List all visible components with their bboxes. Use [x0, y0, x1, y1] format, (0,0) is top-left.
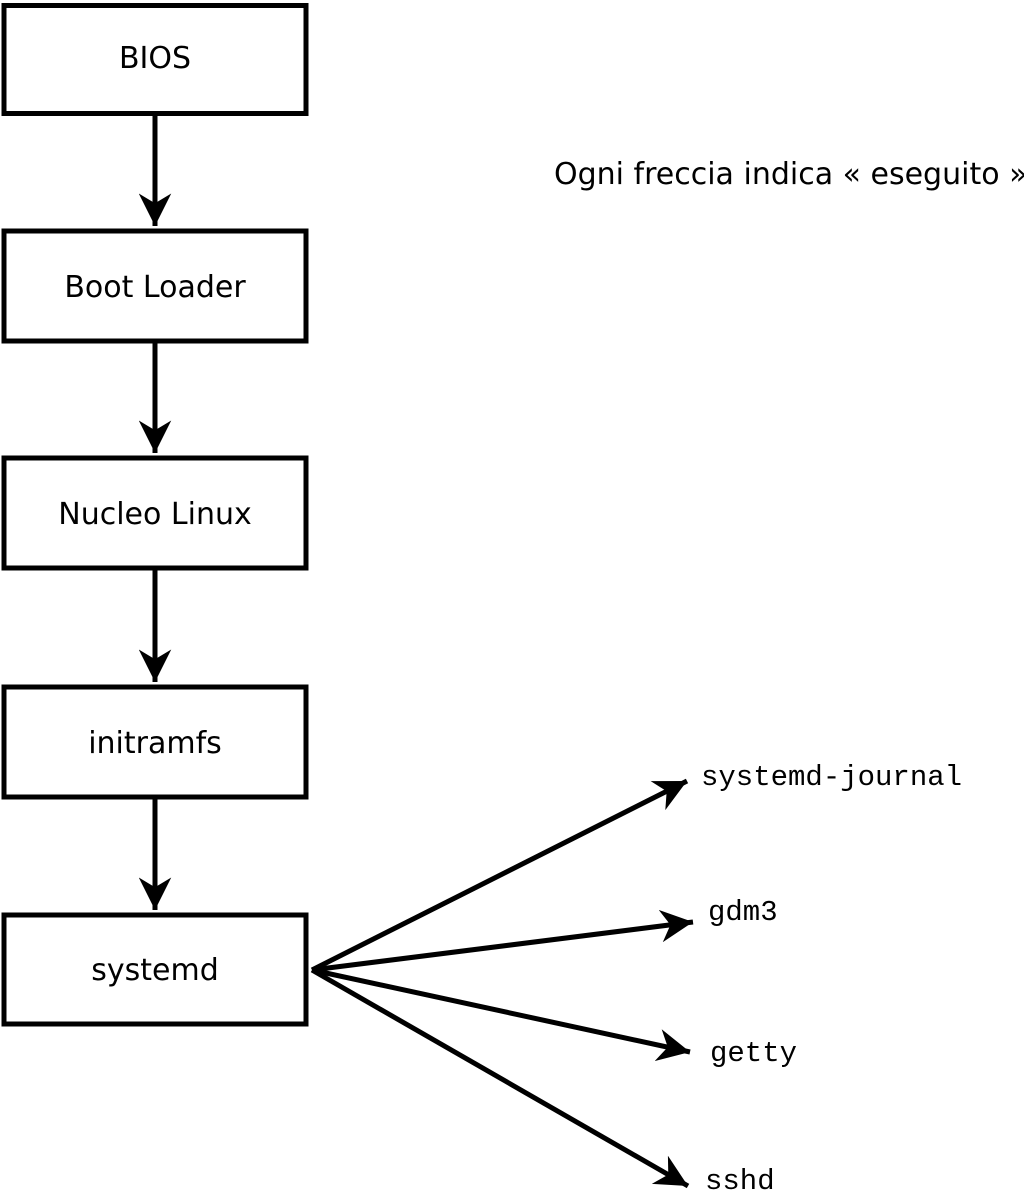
- node-bios: BIOS: [1, 3, 309, 116]
- node-initramfs-label: initramfs: [88, 726, 222, 761]
- node-boot-loader: Boot Loader: [1, 228, 309, 344]
- node-initramfs-box: [1, 684, 309, 800]
- service-getty-label: getty: [710, 1037, 797, 1070]
- arrow-systemd-to-gdm3-icon: [311, 909, 694, 973]
- node-nucleo-linux: Nucleo Linux: [1, 455, 309, 571]
- node-boot-loader-label: Boot Loader: [64, 270, 246, 305]
- node-systemd-box: [1, 912, 309, 1027]
- node-systemd: systemd: [1, 912, 309, 1027]
- service-systemd-journal-label: systemd-journal: [701, 761, 962, 794]
- node-boot-loader-box: [1, 228, 309, 344]
- node-bios-label: BIOS: [119, 41, 191, 76]
- service-gdm3-label: gdm3: [708, 896, 778, 929]
- node-nucleo-linux-box: [1, 455, 309, 571]
- node-bios-box: [1, 3, 309, 116]
- node-nucleo-linux-label: Nucleo Linux: [58, 497, 251, 532]
- node-initramfs: initramfs: [1, 684, 309, 800]
- node-systemd-label: systemd: [91, 953, 219, 988]
- caption-text: Ogni freccia indica « eseguito ».: [554, 157, 1024, 192]
- arrow-systemd-to-getty-icon: [311, 967, 691, 1061]
- service-sshd-label: sshd: [705, 1165, 775, 1193]
- arrow-systemd-to-sshd-icon: [310, 967, 690, 1189]
- arrow-systemd-to-journal-icon: [310, 778, 689, 973]
